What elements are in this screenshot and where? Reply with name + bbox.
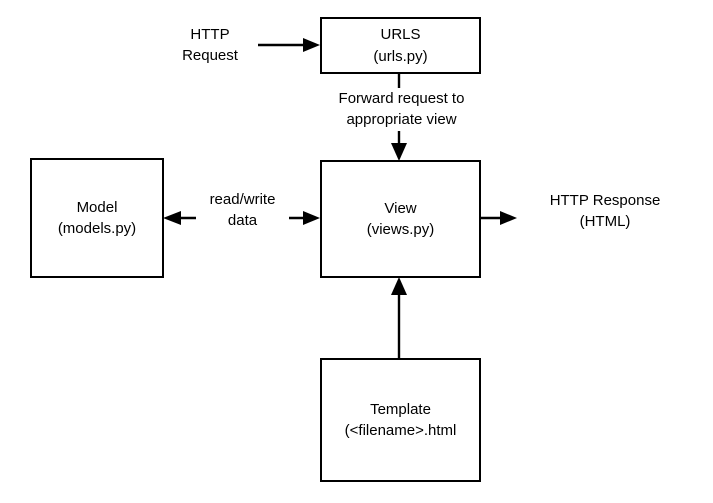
label-http-request-line1: HTTP bbox=[190, 26, 230, 43]
node-template-subtitle: (<filename>.html bbox=[344, 422, 457, 439]
edge-template-to-view bbox=[391, 277, 407, 358]
label-read-write-data-line2: data bbox=[227, 212, 258, 230]
node-view-title: View bbox=[384, 199, 417, 217]
label-http-request-line2: Request bbox=[182, 47, 238, 65]
node-model[interactable]: Model (models.py) bbox=[30, 158, 164, 278]
edge-view-to-http-response bbox=[481, 211, 517, 225]
node-view-subtitle: (views.py) bbox=[366, 221, 435, 238]
label-forward-request-line2: appropriate view bbox=[346, 111, 457, 129]
node-template[interactable]: Template (<filename>.html bbox=[320, 358, 481, 482]
edge-http-request-to-urls bbox=[258, 38, 320, 52]
edge-urls-to-view-lower bbox=[391, 128, 407, 161]
label-http-response-line1: HTTP Response bbox=[549, 192, 661, 209]
node-model-subtitle: (models.py) bbox=[57, 220, 137, 237]
label-http-response-line2: (HTML) bbox=[579, 213, 631, 231]
node-model-title: Model bbox=[76, 198, 118, 216]
label-read-write-data-line1: read/write bbox=[209, 191, 276, 208]
node-urls-title: URLS bbox=[380, 26, 421, 44]
label-http-request: HTTP Request bbox=[160, 24, 260, 67]
node-urls[interactable]: URLS (urls.py) bbox=[320, 17, 481, 74]
node-template-title: Template bbox=[370, 400, 431, 418]
edge-view-to-model bbox=[163, 211, 200, 225]
label-read-write-data: read/write data bbox=[196, 189, 289, 232]
label-http-response: HTTP Response (HTML) bbox=[525, 190, 685, 233]
node-view[interactable]: View (views.py) bbox=[320, 160, 481, 278]
label-forward-request-line1: Forward request to bbox=[338, 90, 465, 107]
node-urls-subtitle: (urls.py) bbox=[373, 47, 428, 65]
label-forward-request: Forward request to appropriate view bbox=[311, 88, 492, 131]
